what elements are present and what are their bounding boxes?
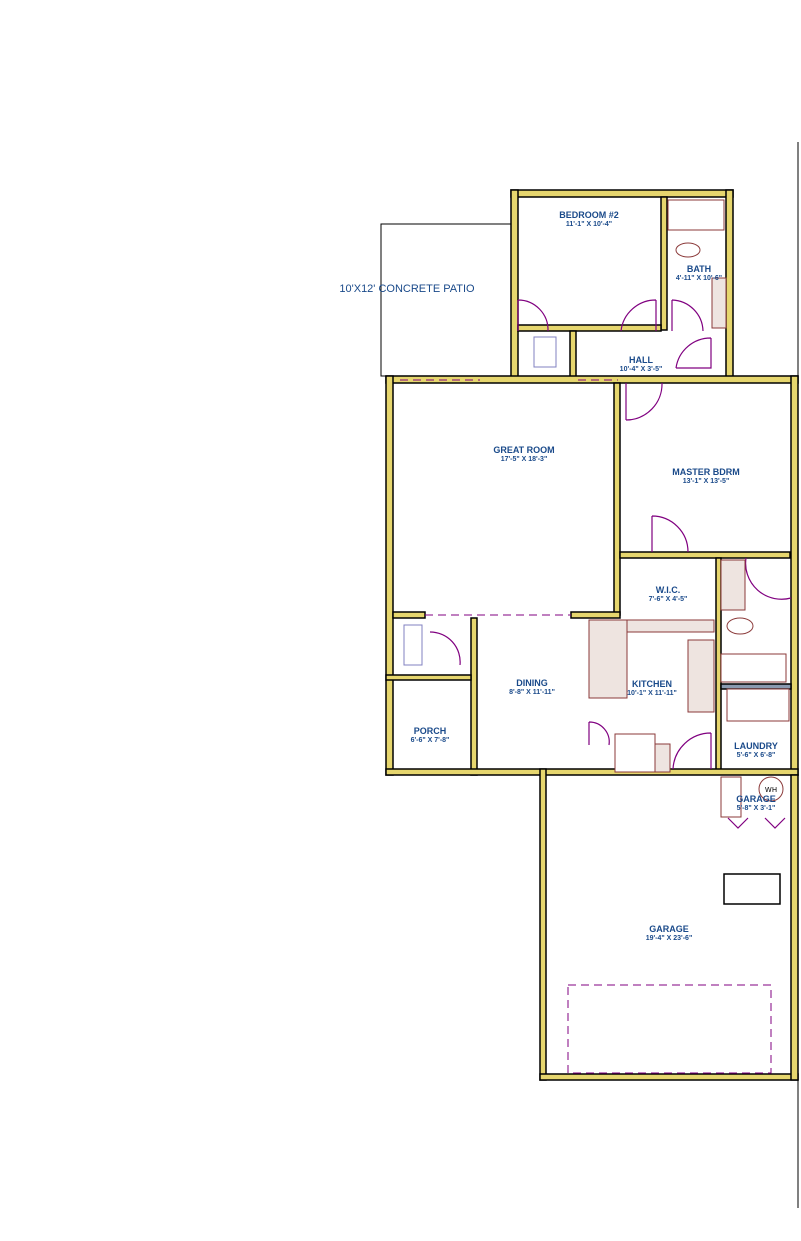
svg-text:4'-11" X 10'-6": 4'-11" X 10'-6" (676, 275, 722, 282)
svg-text:GREAT ROOM: GREAT ROOM (493, 445, 554, 455)
svg-text:LAUNDRY: LAUNDRY (734, 741, 778, 751)
svg-text:BEDROOM #2: BEDROOM #2 (559, 210, 619, 220)
room-wic: W.I.C.7'-6" X 4'-5" (649, 585, 688, 603)
patio-outline (380, 223, 512, 377)
patio-label: 10'X12' CONCRETE PATIO (339, 283, 475, 295)
svg-text:HALL: HALL (629, 355, 653, 365)
svg-text:DINING: DINING (516, 678, 548, 688)
svg-text:5'-6" X 6'-8": 5'-6" X 6'-8" (737, 752, 776, 759)
svg-text:10'-1" X 11'-11": 10'-1" X 11'-11" (627, 690, 677, 697)
svg-text:MASTER BDRM: MASTER BDRM (672, 467, 740, 477)
doors (429, 299, 792, 829)
garage-door-outline (567, 984, 772, 1074)
water-heater-label: WH (765, 786, 777, 794)
svg-text:10'-4" X 3'-5": 10'-4" X 3'-5" (620, 366, 663, 373)
svg-text:GARAGE: GARAGE (736, 794, 776, 804)
svg-text:8'-8" X 11'-11": 8'-8" X 11'-11" (509, 689, 555, 696)
svg-text:6'-6" X 7'-8": 6'-6" X 7'-8" (411, 737, 450, 744)
svg-text:BATH: BATH (687, 264, 711, 274)
svg-text:17'-5" X 18'-3": 17'-5" X 18'-3" (501, 456, 548, 463)
svg-text:7'-6" X 4'-5": 7'-6" X 4'-5" (649, 596, 688, 603)
svg-text:19'-4" X 23'-6": 19'-4" X 23'-6" (646, 935, 693, 942)
svg-text:KITCHEN: KITCHEN (632, 679, 672, 689)
svg-text:5'-8" X 3'-1": 5'-8" X 3'-1" (737, 805, 776, 812)
svg-text:13'-1" X 13'-5": 13'-1" X 13'-5" (683, 478, 730, 485)
svg-text:W.I.C.: W.I.C. (656, 585, 681, 595)
svg-text:11'-1" X 10'-4": 11'-1" X 10'-4" (566, 221, 612, 228)
svg-text:GARAGE: GARAGE (649, 924, 689, 934)
svg-text:PORCH: PORCH (414, 726, 447, 736)
water-heater-icon (758, 776, 784, 802)
room-bedroom2: BEDROOM #211'-1" X 10'-4" (559, 210, 619, 228)
note-box (723, 873, 781, 905)
fixtures (403, 199, 790, 905)
